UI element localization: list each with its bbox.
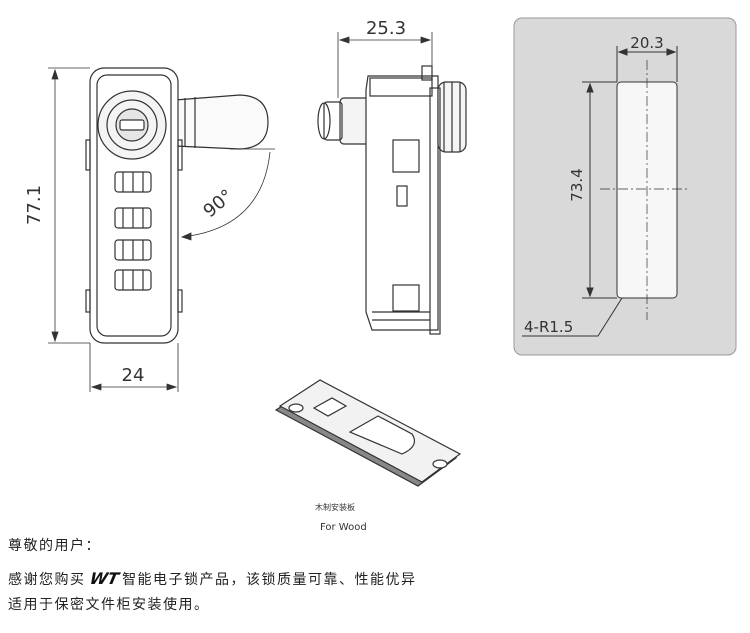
dimension-height-front xyxy=(48,67,90,344)
lock-side-view xyxy=(317,65,467,335)
technical-drawing: 77.1 24 90° xyxy=(24,17,737,487)
plate-caption-zh: 木制安装板 xyxy=(315,503,355,512)
description-line-2: 适用于保密文件柜安装使用。 xyxy=(8,597,210,613)
angle-label: 90° xyxy=(199,185,237,222)
brand-logo: WT xyxy=(87,569,121,588)
cutout-height-label: 73.4 xyxy=(568,168,586,201)
corner-radius-label: 4-R1.5 xyxy=(524,318,573,336)
height-front-label: 77.1 xyxy=(24,185,45,225)
width-front-label: 24 xyxy=(122,365,145,386)
lock-front-view xyxy=(85,67,269,344)
dimension-width-front xyxy=(89,343,179,392)
dimension-width-side xyxy=(337,32,433,98)
greeting-text: 尊敬的用户： xyxy=(8,538,101,554)
rotation-angle-arc xyxy=(180,148,275,241)
description-line-1-before: 感谢您购买 xyxy=(8,572,86,588)
plate-caption-en: For Wood xyxy=(320,522,367,533)
cutout-drawing xyxy=(522,46,690,337)
description-line-1-after: 智能电子锁产品，该锁质量可靠、性能优异 xyxy=(122,572,417,588)
width-side-label: 25.3 xyxy=(366,18,406,39)
wood-mounting-plate xyxy=(274,379,462,487)
cutout-width-label: 20.3 xyxy=(630,34,663,52)
